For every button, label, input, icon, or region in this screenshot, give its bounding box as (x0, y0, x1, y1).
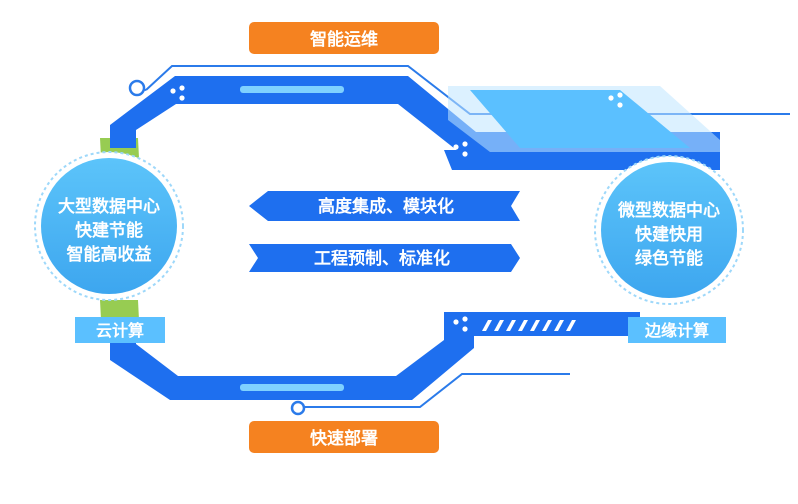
right-circle-line-2: 快建快用 (635, 224, 703, 245)
right-circle-line-1: 微型数据中心 (617, 200, 720, 221)
top-node-ring (128, 79, 146, 97)
dot-clusters (170, 85, 623, 332)
right-circle: 微型数据中心 快建快用 绿色节能 (594, 155, 744, 305)
banner-lower-label: 工程预制、标准化 (314, 248, 450, 269)
bottom-tag: 快速部署 (249, 421, 439, 453)
top-tag: 智能运维 (249, 22, 439, 54)
left-circle-line-2: 快建节能 (75, 220, 143, 241)
left-tag: 云计算 (75, 317, 165, 343)
right-circle-line-3: 绿色节能 (635, 248, 703, 269)
left-tag-label: 云计算 (96, 321, 144, 340)
banner-upper: 高度集成、模块化 (249, 191, 520, 221)
hatch-stripes (482, 320, 576, 331)
left-circle-line-1: 大型数据中心 (58, 196, 160, 217)
right-tag-label: 边缘计算 (644, 321, 709, 340)
bottom-node-ring (290, 400, 306, 416)
bottom-tag-label: 快速部署 (310, 428, 378, 449)
top-tag-label: 智能运维 (310, 29, 378, 50)
left-circle-line-3: 智能高收益 (67, 244, 152, 265)
banner-upper-label: 高度集成、模块化 (318, 196, 454, 217)
left-circle: 大型数据中心 快建节能 智能高收益 (34, 151, 184, 301)
light-stripes (240, 86, 720, 391)
right-tag: 边缘计算 (628, 317, 726, 343)
banner-lower: 工程预制、标准化 (249, 244, 520, 272)
